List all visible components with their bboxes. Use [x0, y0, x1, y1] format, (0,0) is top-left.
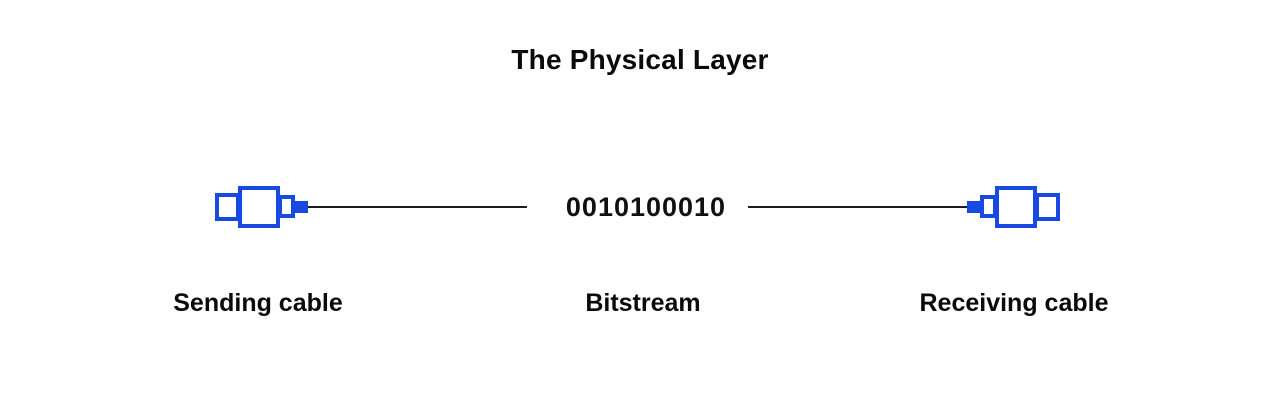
- connector-plug-tip: [293, 201, 308, 213]
- label-sending-cable: Sending cable: [173, 289, 343, 317]
- bitstream-value: 0010100010: [565, 192, 727, 222]
- label-receiving-cable: Receiving cable: [919, 289, 1109, 317]
- wire-right: [748, 206, 967, 208]
- page-title: The Physical Layer: [511, 44, 769, 75]
- connector-cap: [215, 193, 240, 221]
- connector-neck: [278, 195, 295, 218]
- label-bitstream: Bitstream: [585, 289, 701, 317]
- sending-cable-connector-icon: [215, 186, 310, 228]
- connector-body: [995, 186, 1037, 228]
- connector-cap: [1035, 193, 1060, 221]
- connector-plug-tip: [967, 201, 982, 213]
- connector-body: [238, 186, 280, 228]
- receiving-cable-connector-icon: [967, 186, 1062, 228]
- wire-left: [308, 206, 527, 208]
